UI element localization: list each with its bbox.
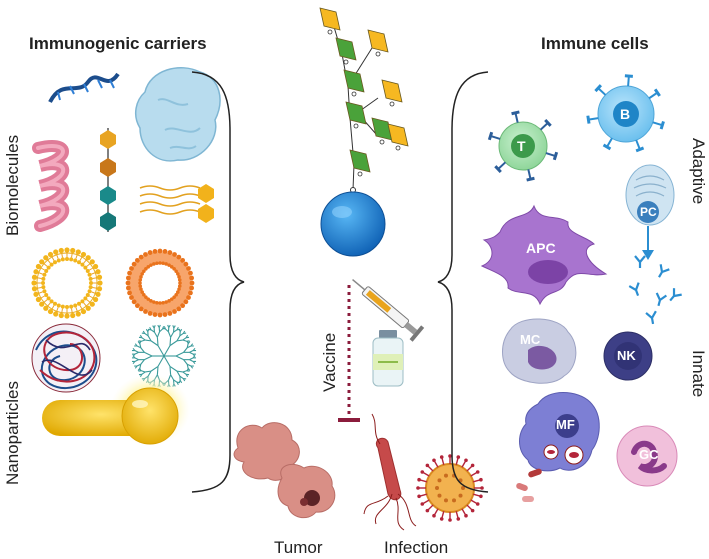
immune-cells-heading: Immune cells	[541, 34, 649, 53]
pc-label: PC	[640, 205, 657, 219]
t-cell	[487, 110, 559, 182]
nanoparticles-label: Nanoparticles	[3, 381, 22, 485]
b-cell	[586, 74, 665, 153]
tumor-icon	[233, 422, 336, 519]
glycan-chain	[319, 7, 409, 193]
micelle	[125, 248, 195, 318]
alpha-helix	[32, 140, 70, 232]
t-cell-label: T	[517, 138, 526, 154]
mf-label: MF	[556, 417, 575, 432]
peptide-chain	[100, 128, 116, 232]
dna-strand	[48, 72, 120, 103]
right-brace	[437, 71, 489, 493]
granulocyte	[616, 425, 678, 487]
vaccine-label: Vaccine	[320, 332, 339, 392]
gold-nanorod	[42, 374, 190, 446]
gc-label: GC	[639, 447, 659, 462]
mc-label: MC	[520, 332, 541, 347]
innate-label: Innate	[689, 350, 708, 398]
vial-icon	[372, 330, 404, 387]
mast-cell	[502, 318, 577, 384]
apc-label: APC	[526, 240, 556, 256]
infection-label: Infection	[384, 538, 449, 557]
debris	[516, 468, 542, 502]
b-cell-label: B	[620, 106, 631, 122]
virus-icon	[416, 454, 484, 522]
bacterium-icon	[363, 413, 417, 531]
carriers-heading: Immunogenic carriers	[29, 34, 207, 53]
lipid-molecules	[139, 184, 214, 223]
left-brace	[191, 71, 245, 493]
liposome	[31, 247, 103, 319]
biomolecules-label: Biomolecules	[3, 134, 22, 236]
tumor-label: Tumor	[274, 538, 323, 557]
macrophage	[519, 392, 600, 472]
nk-cell	[603, 331, 653, 381]
carrier-sphere	[320, 191, 386, 257]
protein-blob	[134, 67, 221, 162]
nk-label: NK	[617, 348, 636, 363]
plasma-cell	[625, 164, 675, 260]
antibodies	[628, 255, 682, 325]
adaptive-label: Adaptive	[689, 138, 708, 205]
polymer-nanoparticle	[31, 323, 101, 393]
apc-cell	[480, 204, 608, 306]
syringe-icon	[352, 278, 425, 342]
